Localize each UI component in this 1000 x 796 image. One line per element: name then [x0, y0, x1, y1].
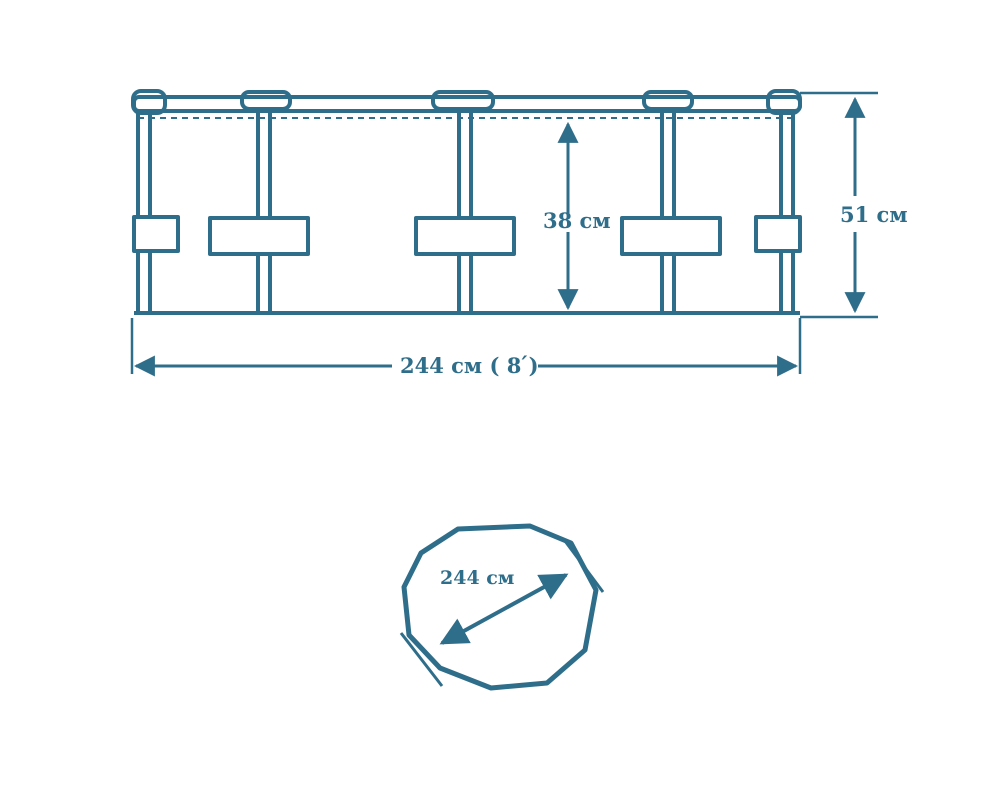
total-height-dimension [800, 91, 878, 319]
inner-height-label: 38 см [543, 208, 611, 233]
frame-leg [457, 109, 473, 315]
frame-leg [779, 109, 795, 315]
total-height-label: 51 см [840, 202, 908, 227]
outline-tick [399, 632, 444, 687]
leg-strap [208, 216, 310, 256]
diameter-label: 244 см [440, 567, 514, 589]
width-dimension [130, 318, 802, 377]
leg-strap [414, 216, 516, 256]
pool-side-view [130, 89, 878, 377]
leg-straps [132, 215, 802, 256]
top-joint [240, 90, 292, 111]
top-joint [642, 90, 694, 111]
frame-legs [136, 109, 795, 315]
diameter-arrow [439, 573, 569, 645]
frame-leg [660, 109, 676, 315]
width-label: 244 см ( 8 ́) [400, 353, 539, 378]
leg-strap [132, 215, 180, 253]
top-joint [431, 90, 495, 111]
pool-outline-circle [401, 523, 599, 691]
leg-strap [620, 216, 722, 256]
pool-top-view [399, 523, 605, 691]
leg-strap [754, 215, 802, 253]
frame-leg [256, 109, 272, 315]
top-rail [131, 89, 802, 119]
frame-leg [136, 109, 152, 315]
outline-tick [563, 540, 605, 593]
